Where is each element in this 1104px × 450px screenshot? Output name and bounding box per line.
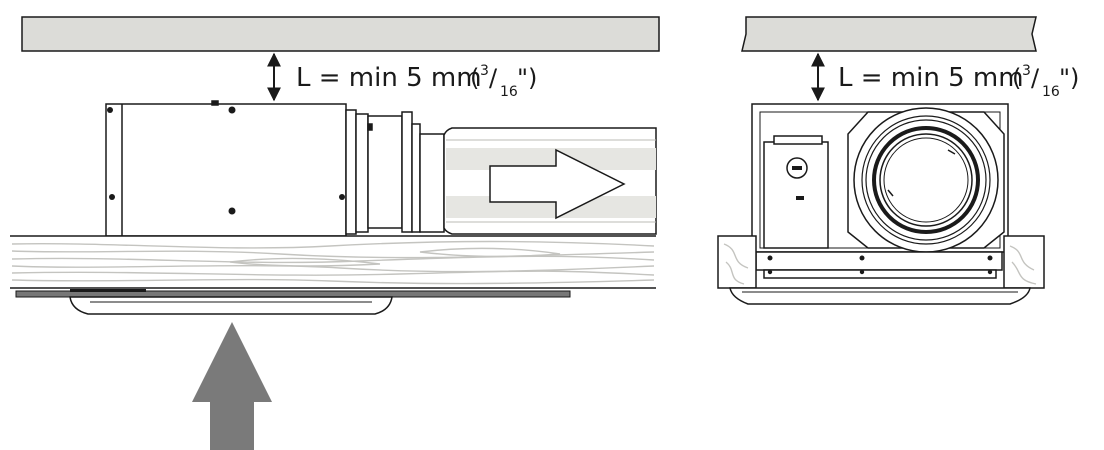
wood-joist-right <box>1003 235 1045 289</box>
clearance-label-left: L = min 5 mm <box>296 63 482 93</box>
side-view: L = min 5 mm ( 3 / 16 ") <box>10 16 660 450</box>
intake-airflow-arrow-icon <box>192 322 272 450</box>
clearance-label-right: L = min 5 mm <box>838 63 1024 93</box>
svg-text:3: 3 <box>480 63 489 79</box>
svg-text:16: 16 <box>1042 84 1060 100</box>
ceiling-slab-left <box>21 16 660 52</box>
svg-text:3: 3 <box>1022 63 1031 79</box>
front-view: L = min 5 mm ( 3 / 16 ") <box>717 16 1079 305</box>
mounting-rail-front <box>755 251 1003 279</box>
svg-text:/: / <box>1031 64 1040 92</box>
exhaust-airflow-arrow-icon <box>489 148 626 220</box>
wood-beam-side <box>10 235 656 289</box>
svg-text:/: / <box>489 64 498 92</box>
fraction-right: ( 3 / 16 ") <box>1012 63 1079 100</box>
fan-inlet <box>853 107 999 253</box>
fan-housing-side <box>105 100 445 237</box>
ceiling-slab-right <box>741 16 1037 52</box>
svg-text:16: 16 <box>500 84 518 100</box>
svg-text:(: ( <box>1012 64 1021 92</box>
wood-joist-left <box>717 235 757 289</box>
svg-text:"): ") <box>1059 64 1079 92</box>
svg-text:(: ( <box>470 64 479 92</box>
intake-grille-side <box>69 296 393 315</box>
svg-text:"): ") <box>517 64 537 92</box>
intake-grille-front <box>729 287 1031 305</box>
fraction-left: ( 3 / 16 ") <box>470 63 537 100</box>
